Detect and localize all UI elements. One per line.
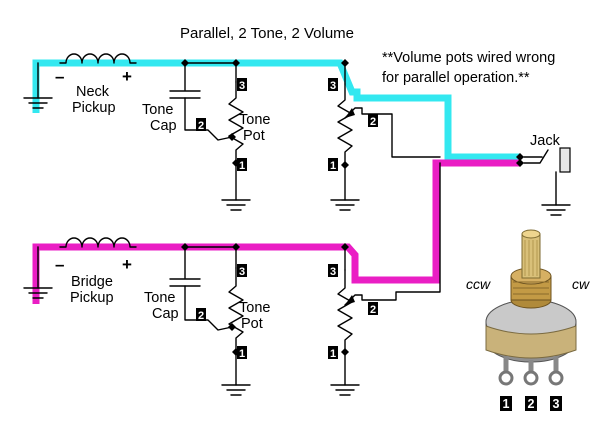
bridge-pickup-label-line1: Bridge xyxy=(71,274,113,290)
neck-tone-pot-label-line2: Pot xyxy=(243,128,265,144)
pin-badges: 3 2 1 3 2 1 3 2 1 3 2 1 xyxy=(196,78,378,360)
neck-tone-cap-symbol xyxy=(169,90,201,99)
bridge-labels: – + Bridge Pickup Tone Cap Tone Pot xyxy=(55,255,270,332)
neck-tone-pot-symbol xyxy=(228,81,244,164)
bridge-tone-pot-symbol xyxy=(228,267,244,353)
pin-label: 1 xyxy=(330,348,336,360)
neck-pickup-label-line2: Pickup xyxy=(72,100,116,116)
jack-body xyxy=(559,147,571,173)
pin-label: 1 xyxy=(239,348,245,360)
neck-pickup-coil xyxy=(59,53,137,64)
bridge-volume-pot-symbol xyxy=(337,269,353,353)
pot-cw-label: cw xyxy=(572,276,590,292)
neck-hot-wire xyxy=(32,59,520,161)
pin-label: 2 xyxy=(370,304,376,316)
pot-lug-1-label: 1 xyxy=(503,397,510,411)
bridge-minus-sign: – xyxy=(55,255,64,274)
neck-volume-pot-symbol xyxy=(337,83,353,166)
pot-ccw-label: ccw xyxy=(466,276,491,292)
pin-label: 1 xyxy=(239,160,245,172)
neck-tone-cap-label-line1: Tone xyxy=(142,102,173,118)
bridge-tone-pot-label-line1: Tone xyxy=(239,300,270,316)
pin-label: 3 xyxy=(330,266,336,278)
pin-label: 2 xyxy=(198,310,204,322)
pin-label: 2 xyxy=(198,120,204,132)
neck-labels: – + Neck Pickup Tone Cap Tone Pot xyxy=(55,67,270,144)
pot-lug-3-label: 3 xyxy=(553,397,560,411)
pin-label: 3 xyxy=(239,80,245,92)
neck-circuit xyxy=(23,53,441,211)
bridge-tone-cap-symbol xyxy=(169,278,201,287)
neck-tone-pot-label-line1: Tone xyxy=(239,112,270,128)
output-jack: Jack xyxy=(523,133,571,216)
neck-tone-cap-label-line2: Cap xyxy=(150,118,177,134)
pin-label: 1 xyxy=(330,160,336,172)
jack-label: Jack xyxy=(530,133,561,149)
bridge-hot-wire xyxy=(32,159,520,304)
bridge-tone-pot-label-line2: Pot xyxy=(241,316,263,332)
junction-dots xyxy=(181,59,524,356)
bridge-pickup-coil xyxy=(59,237,137,248)
neck-pickup-label-line1: Neck xyxy=(76,84,110,100)
pin-label: 3 xyxy=(330,80,336,92)
bridge-plus-sign: + xyxy=(122,255,132,274)
neck-plus-sign: + xyxy=(122,67,132,86)
diagram-title: Parallel, 2 Tone, 2 Volume xyxy=(180,25,354,42)
bridge-pickup-label-line2: Pickup xyxy=(70,290,114,306)
pin-label: 3 xyxy=(239,266,245,278)
pin-label: 2 xyxy=(370,116,376,128)
bridge-tone-cap-label-line2: Cap xyxy=(152,306,179,322)
pot-lug-2-label: 2 xyxy=(528,397,535,411)
warning-note-line1: **Volume pots wired wrong xyxy=(382,50,555,66)
potentiometer-illustration: ccw cw 1 2 3 xyxy=(466,229,590,411)
warning-note-line2: for parallel operation.** xyxy=(382,70,530,86)
neck-minus-sign: – xyxy=(55,67,64,86)
bridge-tone-cap-label-line1: Tone xyxy=(144,290,175,306)
